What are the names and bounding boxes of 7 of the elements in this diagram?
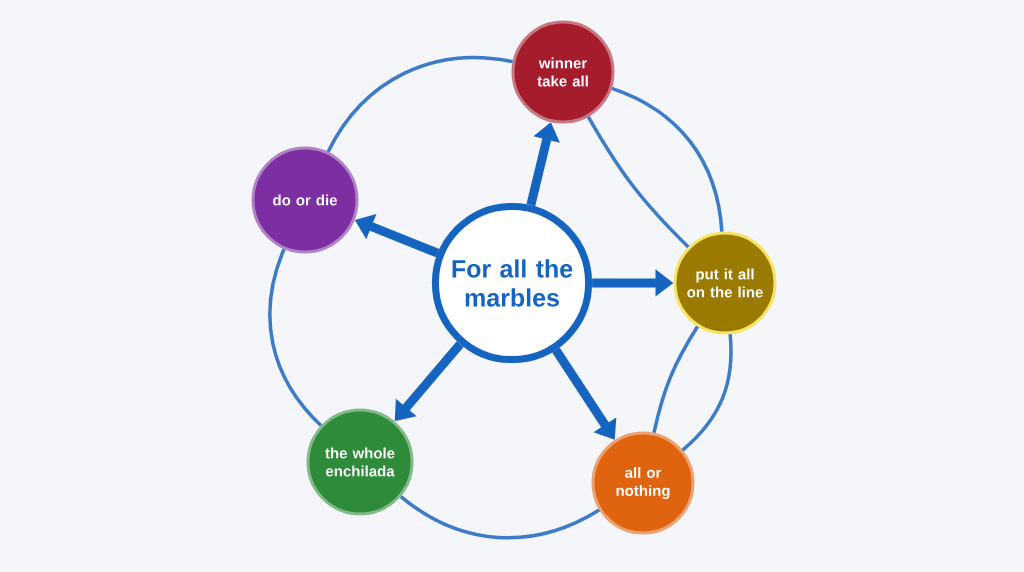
connector-line (326, 55, 513, 153)
connector-line (268, 248, 323, 427)
connector-line (399, 495, 601, 540)
connector-line (652, 325, 699, 434)
connector-line (611, 86, 724, 232)
connector-line (681, 334, 733, 452)
connector-line (586, 115, 690, 249)
